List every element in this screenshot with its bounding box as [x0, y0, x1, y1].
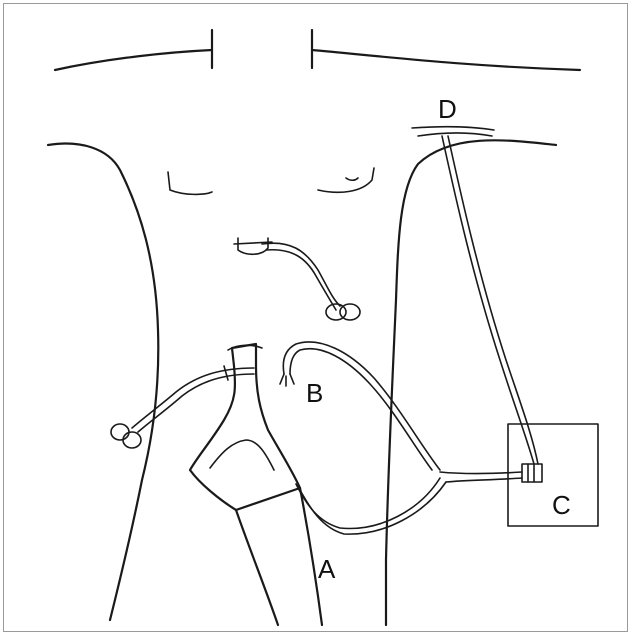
- neck-shoulders: [55, 30, 580, 70]
- navel: [346, 178, 358, 180]
- torso-outline: [48, 140, 556, 625]
- catheter-a: [296, 478, 446, 534]
- label-b: B: [306, 378, 323, 408]
- label-d: D: [438, 94, 457, 124]
- label-a: A: [318, 554, 336, 584]
- upper-drain: [234, 238, 360, 320]
- left-catheter: [111, 366, 254, 448]
- junction-to-port: [440, 464, 542, 482]
- catheter-b: [280, 342, 440, 470]
- left-ring-left: [111, 424, 129, 440]
- catheter-d: [412, 127, 538, 464]
- port-connector: [522, 464, 542, 482]
- upper-ring-right: [340, 304, 360, 320]
- label-c: C: [552, 490, 571, 520]
- chest-marks: [168, 168, 374, 194]
- left-ring-right: [123, 432, 141, 448]
- pelvic-vessel: [190, 344, 322, 625]
